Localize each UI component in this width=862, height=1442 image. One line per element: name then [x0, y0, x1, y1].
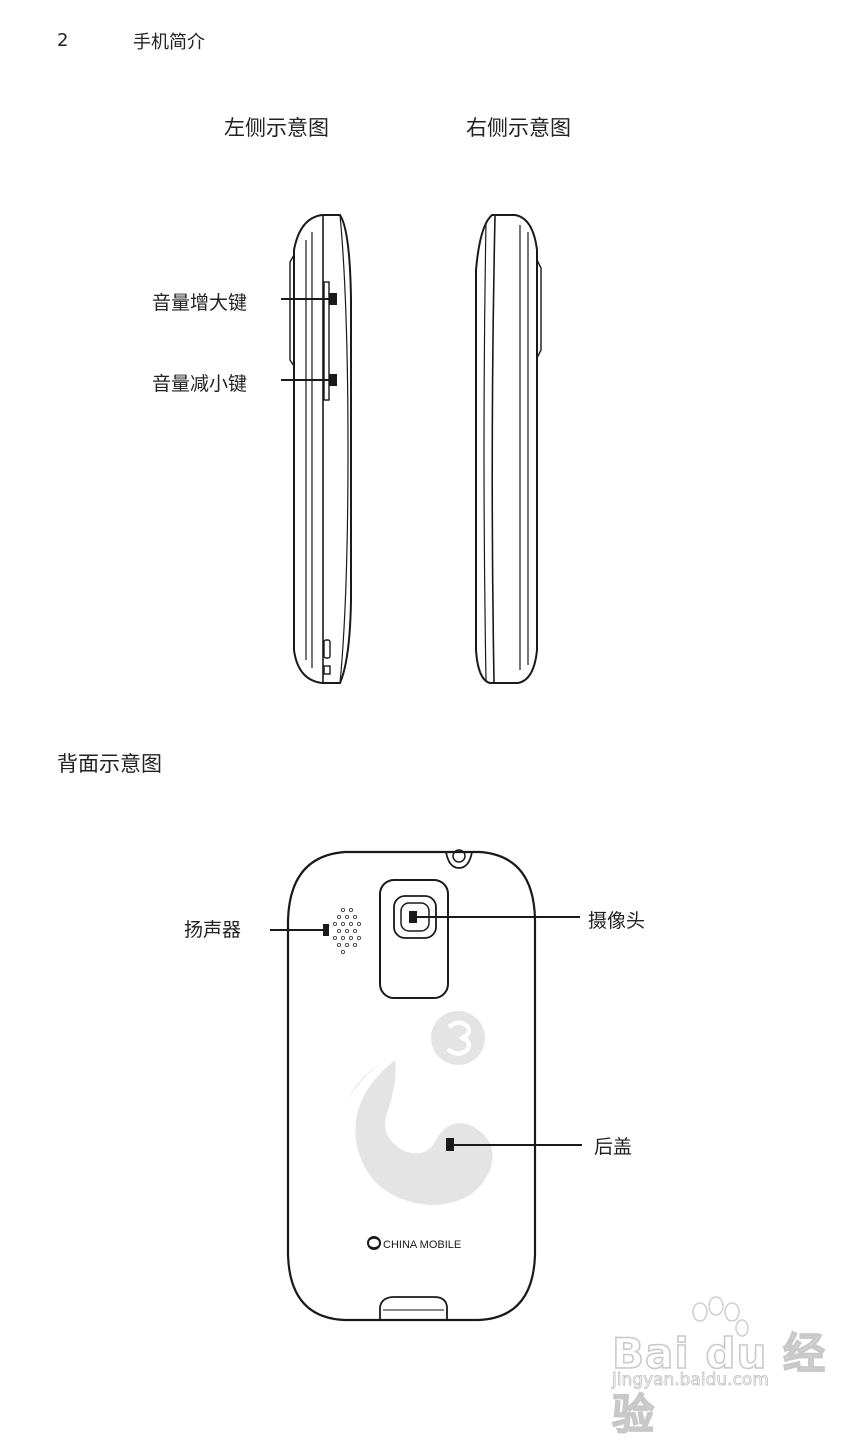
watermark-logo: Bai du 经验 — [611, 1328, 826, 1440]
section-title: 手机简介 — [133, 32, 205, 53]
china-mobile-logo-icon — [367, 1236, 381, 1250]
speaker-callout — [270, 924, 329, 936]
left-side-title: 左侧示意图 — [224, 116, 329, 140]
baidu-paw-icon — [692, 1296, 749, 1337]
camera-callout — [409, 911, 580, 923]
watermark-url: jingyan.baidu.com — [612, 1370, 770, 1391]
camera-label: 摄像头 — [588, 910, 646, 932]
right-side-phone — [475, 214, 542, 684]
speaker-label: 扬声器 — [184, 919, 242, 941]
page-number: 2 — [57, 30, 69, 51]
g3-logo — [348, 1011, 493, 1205]
back-view-title: 背面示意图 — [57, 752, 162, 776]
volume-down-callout — [281, 374, 337, 386]
speaker-grille — [332, 907, 362, 955]
back-cover-label: 后盖 — [594, 1136, 633, 1158]
volume-up-callout — [281, 293, 337, 305]
left-side-phone — [289, 214, 352, 684]
brand-text: CHINA MOBILE — [383, 1239, 461, 1251]
volume-up-label: 音量增大键 — [152, 292, 248, 314]
back-cover-callout — [446, 1138, 582, 1151]
right-side-title: 右侧示意图 — [466, 116, 571, 140]
volume-down-label: 音量减小键 — [152, 373, 248, 395]
